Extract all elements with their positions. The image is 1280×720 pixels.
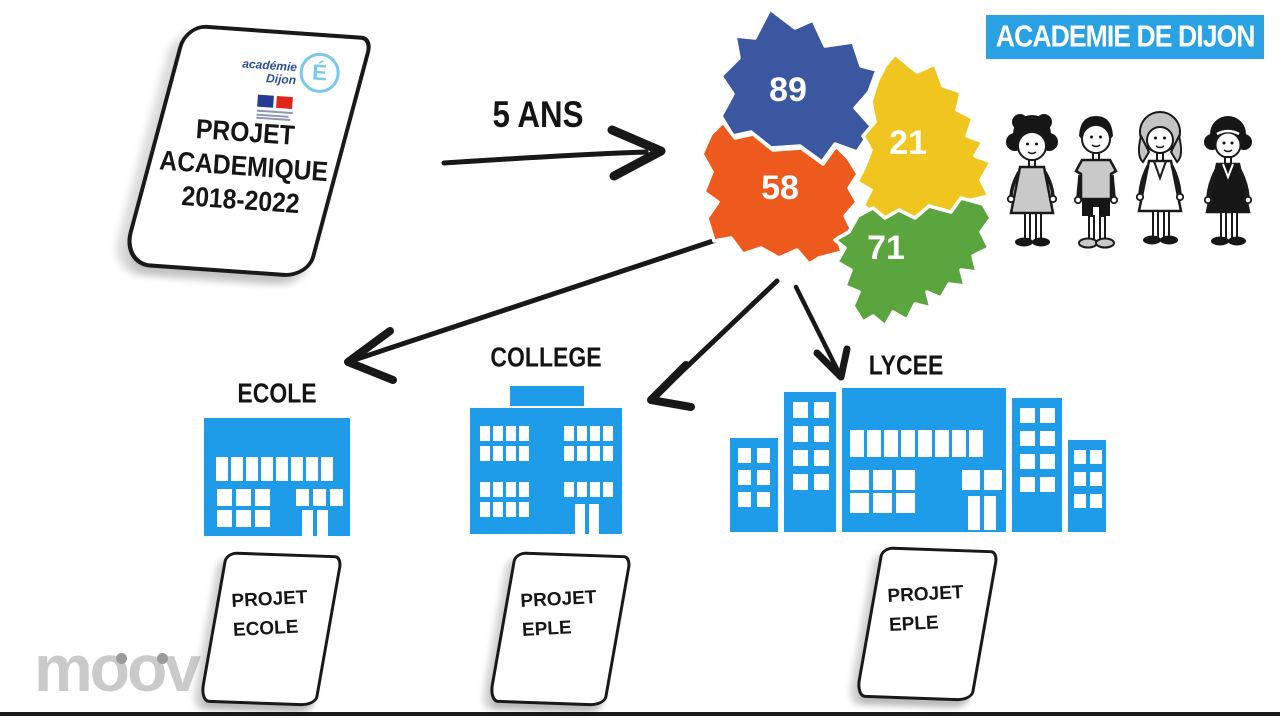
timeline-arrow-icon (441, 125, 666, 181)
academie-banner: ACADEMIE DE DIJON (986, 15, 1264, 59)
department-89 (719, 7, 879, 164)
department-21-label: 21 (889, 124, 927, 162)
moovly-watermark: moov (34, 630, 201, 706)
map-academie-dijon: 89 21 58 71 (700, 7, 993, 328)
department-71-label: 71 (867, 229, 905, 267)
school-label-ecole: ECOLE (237, 378, 317, 410)
school-label-lycee: LYCEE (868, 350, 944, 382)
e-badge-icon: É (298, 51, 341, 95)
projet-eple-paper-lycee: PROJET EPLE (854, 546, 1000, 702)
lycee-building-icon (730, 388, 1106, 532)
ecole-building-icon (204, 418, 350, 536)
child-girl-curly-hair (1006, 114, 1058, 247)
duration-label: 5 ANS (492, 94, 584, 136)
watermark-text: moov (34, 631, 201, 705)
child-boy (1073, 116, 1119, 249)
college-building-icon (470, 386, 622, 534)
department-89-label: 89 (769, 71, 807, 109)
arrow-to-lycee-icon (793, 284, 851, 381)
projet-ecole-paper: PROJET ECOLE (198, 551, 344, 707)
child-girl-dark-dress (1203, 116, 1253, 246)
department-71 (833, 196, 993, 328)
arrow-to-ecole-icon (344, 237, 719, 384)
watermark-eye-dot (157, 653, 168, 664)
watermark-eye-dot (116, 653, 127, 664)
arrow-to-college-icon (647, 278, 780, 411)
department-58-label: 58 (761, 169, 799, 207)
school-label-college: COLLEGE (490, 342, 602, 374)
child-girl-light-hair (1135, 111, 1185, 245)
projet-eple-paper-college: PROJET EPLE (487, 551, 633, 707)
academie-dijon-logo: académie Dijon É (241, 48, 341, 95)
bottom-frame-line (0, 712, 1280, 716)
banner-label: ACADEMIE DE DIJON (995, 19, 1256, 54)
document-title: PROJET ACADEMIQUE 2018-2022 (158, 112, 330, 221)
logo-dijon-text: Dijon (265, 71, 297, 88)
